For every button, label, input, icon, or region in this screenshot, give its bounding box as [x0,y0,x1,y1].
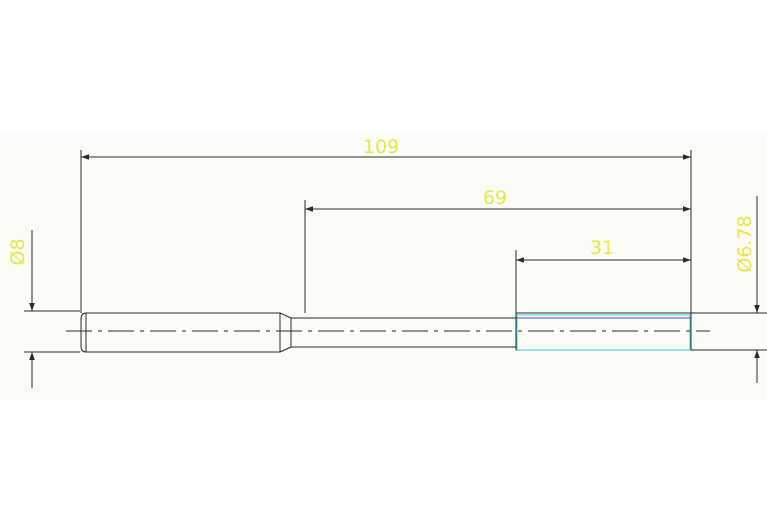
shaft-taper-bottom [279,346,292,353]
drawing-field [0,132,767,400]
shaft-middle-section [290,317,516,348]
dim-text-thread-length: 31 [590,237,614,259]
dim-text-overall-length: 109 [363,136,399,158]
extension-lines [24,150,767,353]
shaft-part [80,312,692,353]
dim-text-right-diameter: Ø6.78 [734,215,756,272]
dim-text-left-diameter: Ø8 [7,238,29,265]
thread-outline [516,314,691,351]
dim-text-middle-length: 69 [483,187,507,209]
dimension-lines [29,154,760,388]
shaft-taper-top [279,312,292,319]
